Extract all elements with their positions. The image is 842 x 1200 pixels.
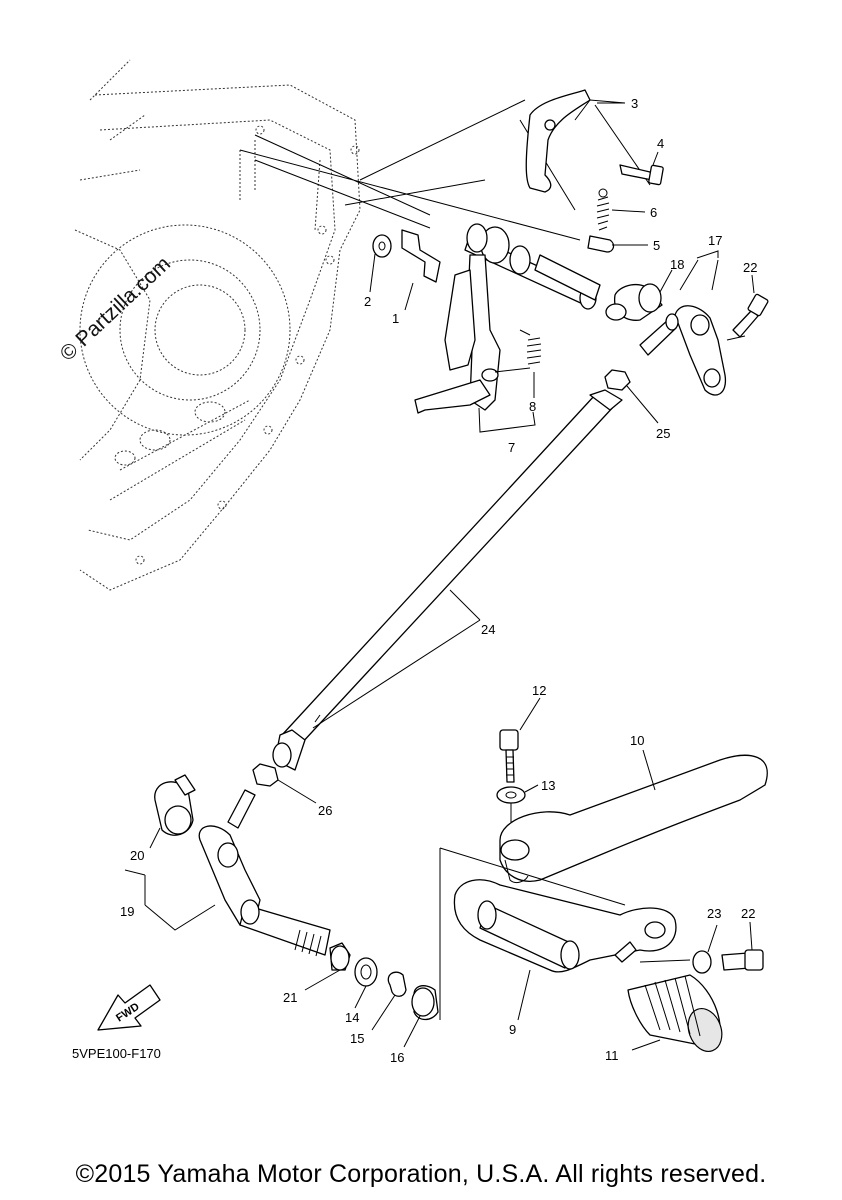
callout-14: 14 xyxy=(345,1010,359,1025)
callout-13: 13 xyxy=(541,778,555,793)
shift-lever-assembly xyxy=(124,729,768,1052)
callout-1: 1 xyxy=(392,311,399,326)
diagram-code: 5VPE100-F170 xyxy=(72,1046,161,1061)
shift-shaft-assembly xyxy=(239,89,769,433)
callout-3: 3 xyxy=(631,96,638,111)
callout-17: 17 xyxy=(708,233,722,248)
callout-23: 23 xyxy=(707,906,721,921)
crankcase-outline xyxy=(74,59,361,591)
callout-21: 21 xyxy=(283,990,297,1005)
callout-16: 16 xyxy=(390,1050,404,1065)
callout-22-bottom: 22 xyxy=(741,906,755,921)
callout-26: 26 xyxy=(318,803,332,818)
callout-20: 20 xyxy=(130,848,144,863)
callout-19: 19 xyxy=(120,904,134,919)
callout-4: 4 xyxy=(657,136,664,151)
callout-25: 25 xyxy=(656,426,670,441)
callout-18: 18 xyxy=(670,257,684,272)
callout-2: 2 xyxy=(364,294,371,309)
callout-24: 24 xyxy=(481,622,495,637)
callout-12: 12 xyxy=(532,683,546,698)
callout-11: 11 xyxy=(605,1048,619,1063)
leader-lines xyxy=(149,102,755,1051)
shift-rod xyxy=(272,389,623,771)
callout-6: 6 xyxy=(650,205,657,220)
callout-9: 9 xyxy=(509,1022,516,1037)
watermark-text: © Partzilla.com xyxy=(56,252,175,365)
callout-22-top: 22 xyxy=(743,260,757,275)
callout-labels: 1 2 3 4 5 6 7 8 9 10 11 12 13 14 15 16 1… xyxy=(120,96,757,1065)
callout-10: 10 xyxy=(630,733,644,748)
callout-8: 8 xyxy=(529,399,536,414)
copyright-notice: ©2015 Yamaha Motor Corporation, U.S.A. A… xyxy=(75,1160,767,1188)
fwd-arrow-icon: FWD xyxy=(97,984,161,1031)
callout-7: 7 xyxy=(508,440,515,455)
callout-15: 15 xyxy=(350,1031,364,1046)
callout-5: 5 xyxy=(653,238,660,253)
